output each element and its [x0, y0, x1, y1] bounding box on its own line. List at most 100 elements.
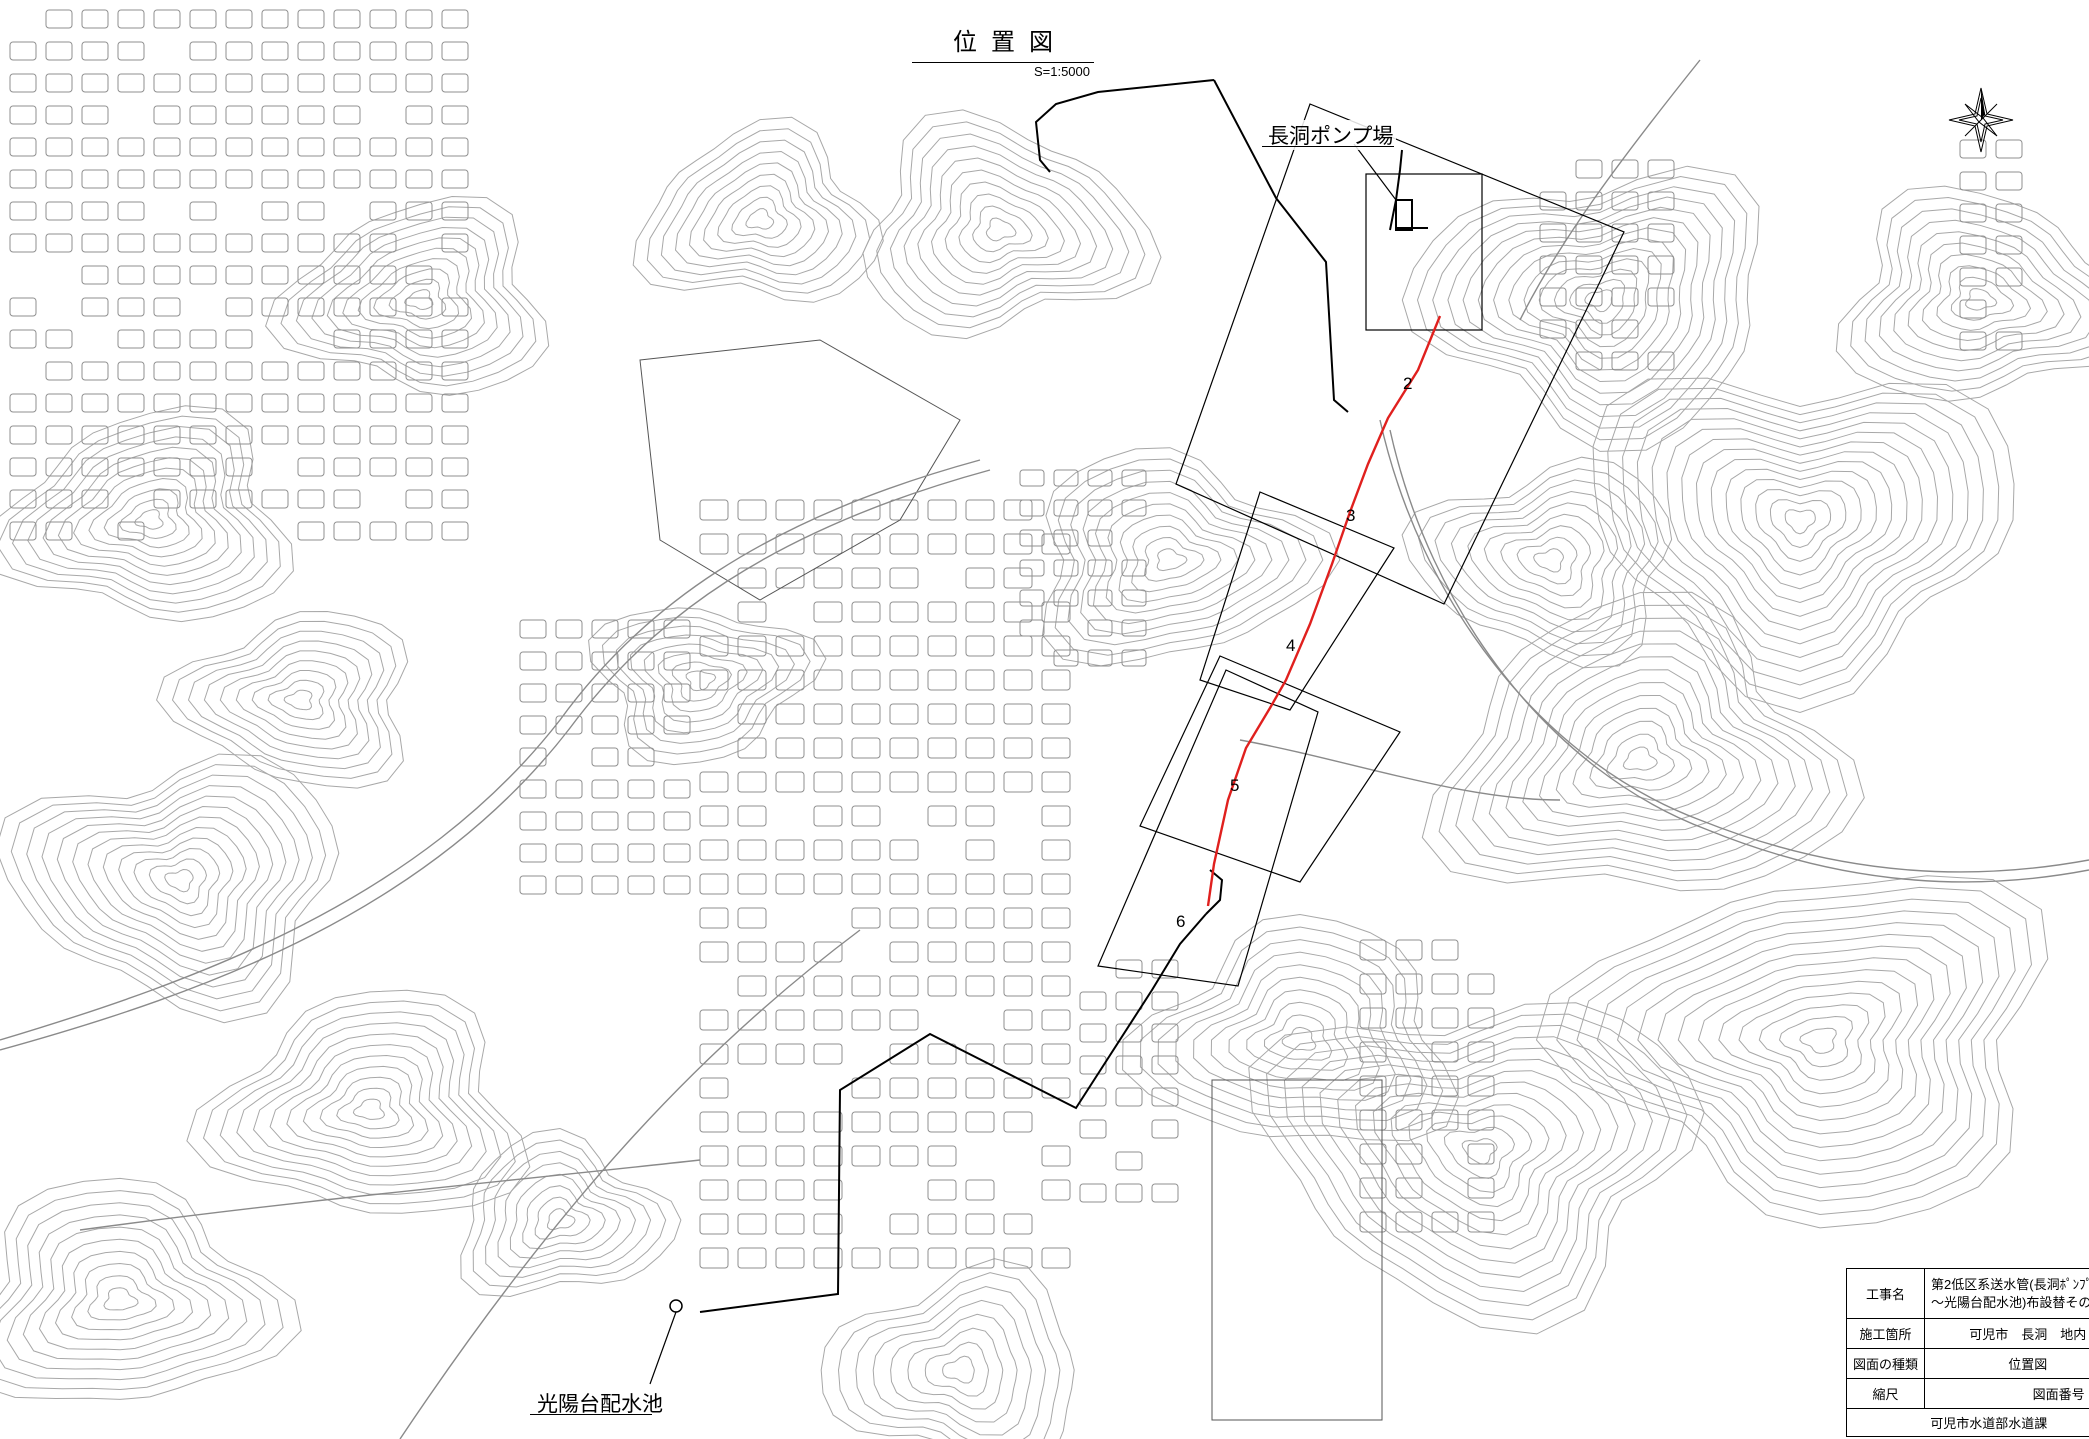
contour-line — [485, 1150, 652, 1278]
building-outline — [9, 137, 37, 157]
building-outline — [369, 297, 397, 317]
contour-line — [1455, 617, 1831, 872]
building-outline — [813, 839, 843, 861]
building-outline — [297, 137, 325, 157]
building-outline — [889, 669, 919, 691]
building-outline — [81, 489, 109, 509]
building-outline — [775, 975, 805, 997]
building-outline — [1995, 203, 2023, 223]
building-outline — [1995, 267, 2023, 287]
building-outline — [965, 499, 995, 521]
building-outline — [965, 975, 995, 997]
building-outline — [813, 873, 843, 895]
title-underline — [912, 62, 1094, 63]
building-outline — [369, 265, 397, 285]
building-outline — [889, 873, 919, 895]
building-outline — [775, 533, 805, 555]
building-outline — [441, 233, 469, 253]
building-outline — [1467, 1007, 1495, 1029]
building-outline — [591, 875, 619, 895]
building-outline — [1539, 255, 1567, 275]
building-outline — [965, 771, 995, 793]
building-outline — [889, 533, 919, 555]
building-outline — [1053, 499, 1079, 517]
building-outline — [261, 41, 289, 61]
building-outline — [813, 703, 843, 725]
contour-line — [1555, 694, 1727, 811]
building-outline — [775, 1043, 805, 1065]
building-outline — [737, 499, 767, 521]
building-outline — [813, 669, 843, 691]
building-outline — [153, 73, 181, 93]
building-outline — [405, 457, 433, 477]
building-outline — [851, 1077, 881, 1099]
contour-line — [280, 206, 537, 387]
contour-line — [876, 121, 1146, 329]
facility-outline — [1211, 1079, 1383, 1421]
contour-line — [22, 1226, 230, 1361]
building-outline — [813, 1043, 843, 1065]
building-outline — [1087, 649, 1113, 667]
building-outline — [813, 533, 843, 555]
building-outline — [965, 533, 995, 555]
contour-line — [42, 446, 242, 586]
contour-line — [1893, 231, 2082, 362]
building-outline — [775, 1145, 805, 1167]
building-outline — [927, 1213, 957, 1235]
building-outline — [699, 873, 729, 895]
building-outline — [1019, 499, 1045, 517]
building-outline — [81, 41, 109, 61]
contour-line — [203, 640, 373, 760]
building-outline — [591, 619, 619, 639]
building-outline — [405, 393, 433, 413]
building-outline — [1003, 635, 1033, 657]
building-outline — [1359, 973, 1387, 995]
building-outline — [1041, 839, 1071, 861]
building-outline — [261, 9, 289, 29]
building-outline — [591, 811, 619, 831]
building-outline — [369, 457, 397, 477]
building-outline — [1041, 1179, 1071, 1201]
building-outline — [591, 683, 619, 703]
building-outline — [261, 265, 289, 285]
building-outline — [1359, 1143, 1387, 1165]
building-outline — [555, 619, 583, 639]
building-outline — [333, 73, 361, 93]
building-outline — [1611, 351, 1639, 371]
building-outline — [117, 41, 145, 61]
pointer-lines — [649, 143, 1397, 1385]
building-outline — [45, 393, 73, 413]
building-outline — [1647, 351, 1675, 371]
building-outline — [699, 533, 729, 555]
contour-line — [522, 1185, 606, 1250]
contour-line — [295, 216, 524, 377]
building-outline — [441, 9, 469, 29]
building-outline — [737, 737, 767, 759]
building-outline — [153, 361, 181, 381]
building-outline — [737, 941, 767, 963]
building-outline — [1359, 1075, 1387, 1097]
building-outline — [1079, 1023, 1107, 1043]
building-outline — [627, 811, 655, 831]
contour-line — [1651, 418, 1954, 659]
building-outline — [1467, 973, 1495, 995]
building-outline — [333, 489, 361, 509]
contour-line — [1758, 1004, 1870, 1081]
building-outline — [627, 715, 655, 735]
building-outline — [261, 393, 289, 413]
contour-line — [1401, 165, 1760, 452]
building-outline — [45, 425, 73, 445]
contour-line — [219, 1011, 502, 1195]
section-number-5: 5 — [1230, 776, 1240, 795]
contour-line — [588, 607, 827, 766]
building-outline — [369, 201, 397, 221]
building-outline — [775, 1247, 805, 1269]
contour-line — [187, 630, 385, 770]
contour-line — [269, 1044, 458, 1167]
building-outline — [1395, 1007, 1423, 1029]
building-outline — [153, 489, 181, 509]
building-outline — [9, 73, 37, 93]
contour-line — [1488, 643, 1796, 852]
contour-line — [924, 1341, 990, 1397]
building-outline — [81, 169, 109, 189]
